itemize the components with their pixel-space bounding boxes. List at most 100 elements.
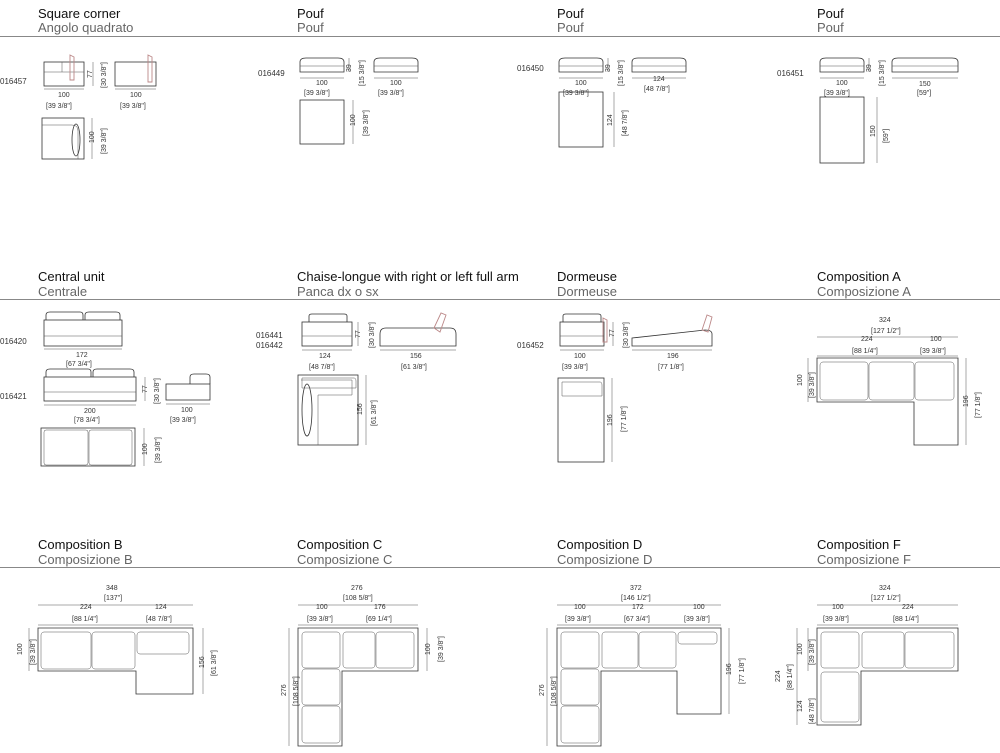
dim: 276	[351, 585, 363, 592]
section-subtitle: Dormeuse	[557, 284, 617, 299]
dim: 176	[374, 604, 386, 611]
section-title: Pouf	[817, 6, 844, 21]
section-subtitle: Composizione A	[817, 284, 911, 299]
dim: 172	[76, 352, 88, 359]
dim: [77 1/8"]	[739, 658, 746, 684]
side-view	[299, 57, 345, 73]
dim: 39	[866, 64, 873, 72]
side-view	[819, 57, 865, 73]
section-title: Dormeuse	[557, 269, 617, 284]
section-title: Pouf	[297, 6, 324, 21]
dim: [39 3/8"]	[363, 110, 370, 136]
dim: 196	[726, 663, 733, 675]
dim: 156	[199, 656, 206, 668]
dim: [15 3/8"]	[359, 60, 366, 86]
dim: [69 1/4"]	[366, 616, 392, 623]
dim: 100	[930, 336, 942, 343]
section-title: Composition D	[557, 537, 643, 552]
product-code: 016457	[0, 77, 27, 86]
dim: [88 1/4"]	[852, 348, 878, 355]
dim: 100	[350, 114, 357, 126]
dim: 77	[142, 385, 149, 393]
pouf-150-drawing: 016451 100 [39 3/8"] 39 [15 3/8"] 150 [5…	[777, 57, 959, 164]
dim: 100	[316, 80, 328, 87]
dim: [61 3/8"]	[211, 650, 218, 676]
dim: 100	[575, 80, 587, 87]
dim: 100	[836, 80, 848, 87]
dim: 77	[355, 330, 362, 338]
dim: 124	[653, 76, 665, 83]
pouf-100-drawing: 016449 100 [39 3/8"] 39 [15 3/8"] 100 [3…	[258, 57, 419, 145]
dim: [88 1/4"]	[893, 616, 919, 623]
dim: 100	[693, 604, 705, 611]
section-subtitle: Panca dx o sx	[297, 284, 379, 299]
dim: [39 3/8"]	[684, 616, 710, 623]
section-title: Composition C	[297, 537, 383, 552]
dim: [39 3/8"]	[155, 437, 162, 463]
dim: [39 3/8"]	[378, 90, 404, 97]
dim: [59"]	[883, 129, 890, 143]
dim: 100	[17, 643, 24, 655]
product-code: 016451	[777, 69, 804, 78]
product-code: 016441	[256, 331, 283, 340]
composition-a-drawing: 324 [127 1/2"] 224 [88 1/4"] 100 [39 3/8…	[797, 317, 982, 446]
dim: [39 3/8"]	[823, 616, 849, 623]
dim: [39 3/8"]	[120, 103, 146, 110]
section-title: Chaise-longue with right or left full ar…	[297, 269, 519, 284]
dim: [39 3/8"]	[46, 103, 72, 110]
front-view	[373, 57, 419, 73]
dim: [39 3/8"]	[565, 616, 591, 623]
dim: 196	[667, 353, 679, 360]
dim: [15 3/8"]	[879, 60, 886, 86]
dim: [48 7/8"]	[146, 616, 172, 623]
dim: 100	[574, 604, 586, 611]
dim: 196	[607, 414, 614, 426]
dim: [48 7/8"]	[622, 110, 629, 136]
dim: 39	[605, 64, 612, 72]
central-unit-drawing: 016420 172 [67 3/4"] 016421 200 [78 3/4"…	[0, 311, 211, 467]
dim: [30 3/8"]	[101, 62, 108, 88]
divider	[0, 299, 1000, 300]
dim: 324	[879, 585, 891, 592]
dim: [39 3/8"]	[304, 90, 330, 97]
dim: [146 1/2"]	[621, 595, 651, 602]
section-subtitle: Pouf	[557, 20, 584, 35]
front-view	[114, 61, 157, 87]
dim: [67 3/4"]	[624, 616, 650, 623]
section-title: Pouf	[557, 6, 584, 21]
dim: 100	[797, 374, 804, 386]
dim: [39 3/8"]	[809, 639, 816, 665]
dim: 100	[181, 407, 193, 414]
dim: 100	[797, 643, 804, 655]
dim: 100	[142, 443, 149, 455]
dim: 224	[80, 604, 92, 611]
dim: [77 1/8"]	[621, 406, 628, 432]
composition-c-drawing: 276 [108 5/8"] 100 [39 3/8"] 176 [69 1/4…	[281, 585, 445, 747]
dim: 124	[319, 353, 331, 360]
dim: 100	[58, 92, 70, 99]
front-view	[891, 57, 959, 73]
front-view	[631, 57, 687, 73]
chaise-longue-drawing: 016441 016442 124 [48 7/8"] 77 [30 3/8"]…	[256, 312, 457, 446]
square-corner-drawing: 016457 100 [39 3/8"] 77 [30 3/8"] 100 [3…	[0, 54, 157, 160]
section-subtitle: Angolo quadrato	[38, 20, 134, 35]
dim: [39 3/8"]	[307, 616, 333, 623]
dim: 100	[832, 604, 844, 611]
dim: 100	[390, 80, 402, 87]
dim: 100	[89, 131, 96, 143]
dim: [137"]	[104, 595, 122, 602]
dim: [108 5/8"]	[343, 595, 373, 602]
dim: [67 3/4"]	[66, 361, 92, 368]
dim: 348	[106, 585, 118, 592]
dim: [39 3/8"]	[809, 372, 816, 398]
product-code: 016420	[0, 337, 27, 346]
section-subtitle: Centrale	[38, 284, 88, 299]
dim: 150	[870, 125, 877, 137]
dim: 124	[797, 700, 804, 712]
section-subtitle: Composizione B	[38, 552, 133, 567]
dim: 276	[539, 684, 546, 696]
dim: 39	[346, 64, 353, 72]
dim: 224	[902, 604, 914, 611]
divider	[0, 36, 1000, 37]
